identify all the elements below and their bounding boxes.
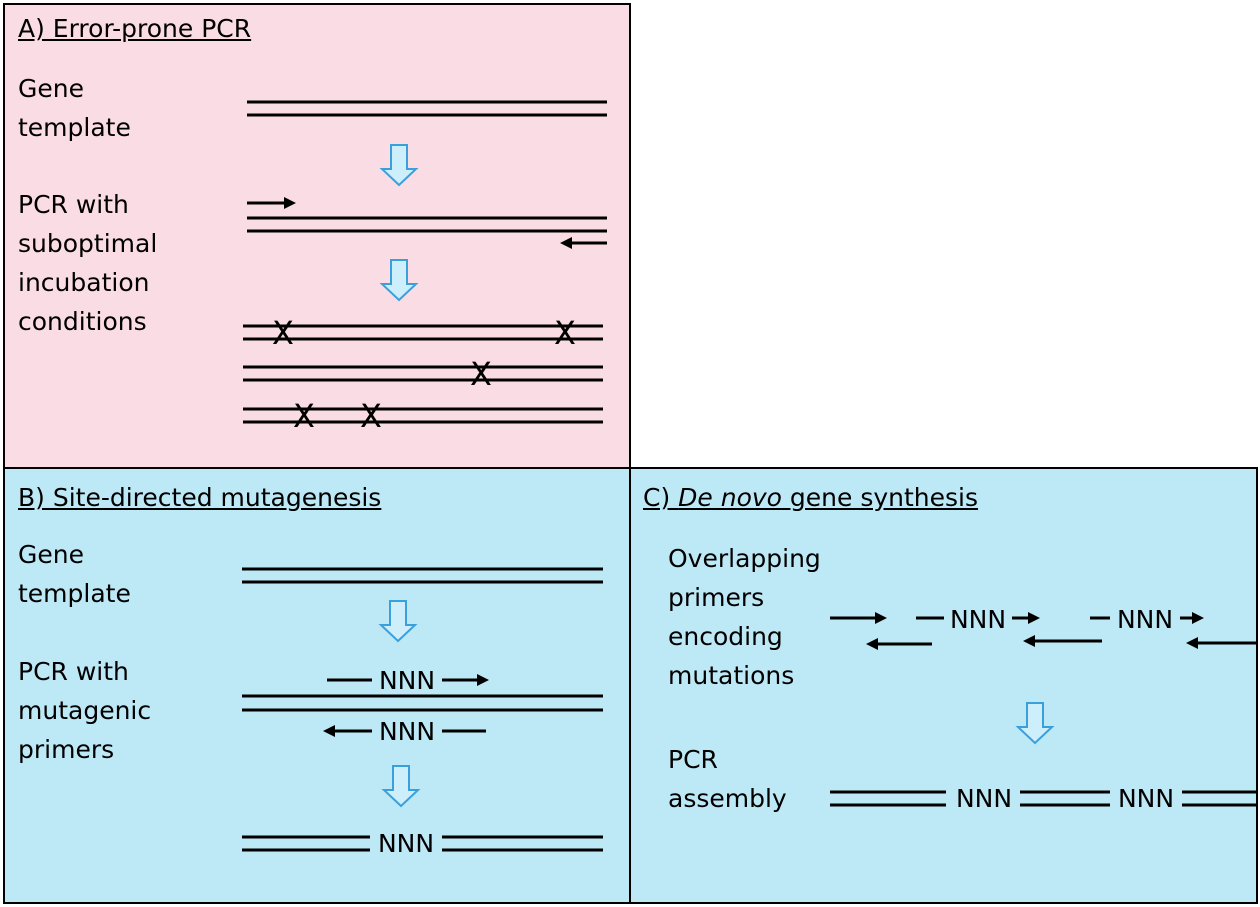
title-suffix: gene synthesis [781,483,979,512]
label-line: conditions [18,307,147,336]
codon-label: NNN [378,829,434,858]
process-arrow-icon [383,765,419,807]
arrowhead-right [1028,612,1040,624]
title-italic: De novo [678,483,782,512]
label-line: primers [668,583,765,612]
codon-label: NNN [956,784,1012,813]
label-line: PCR with [18,657,129,686]
panel-a-title: A) Error-prone PCR [18,14,252,43]
title-prefix: C) [643,483,679,512]
label-line: template [18,113,131,142]
codon-label: NNN [379,717,435,746]
panel-c-step1-label: Overlapping primers encoding mutations [668,539,821,695]
mutation-mark: X [360,397,382,435]
panel-b-step2-label: PCR with mutagenic primers [18,652,151,769]
arrowhead-left [866,638,878,650]
arrowhead-left [1186,637,1198,649]
mutation-mark: X [554,314,576,352]
process-arrow-icon [381,259,417,301]
arrowhead-left [1023,635,1035,647]
label-line: mutagenic [18,696,152,725]
mutation-mark: X [293,397,315,435]
codon-label: NNN [1117,605,1173,634]
codon-label: NNN [950,605,1006,634]
label-line: assembly [668,784,787,813]
panel-b-step1-label: Gene template [18,535,131,613]
arrowhead-left [560,237,572,249]
panel-a-step1-label: Gene template [18,69,131,147]
label-line: encoding [668,622,783,651]
label-line: PCR [668,745,718,774]
process-arrow-icon [380,600,416,642]
label-line: template [18,579,131,608]
label-line: incubation [18,268,150,297]
label-line: Gene [18,74,84,103]
panel-a-step2-label: PCR with suboptimal incubation condition… [18,185,157,341]
label-line: mutations [668,661,795,690]
panel-site-directed-mutagenesis [3,467,631,904]
panel-de-novo-gene-synthesis [629,467,1258,904]
process-arrow-icon [1017,702,1053,744]
label-line: primers [18,735,115,764]
mutation-mark: X [470,355,492,393]
arrowhead-right [1192,612,1204,624]
arrowhead-right [477,674,489,686]
codon-label: NNN [379,666,435,695]
label-line: PCR with [18,190,129,219]
panel-error-prone-pcr [3,3,631,469]
label-line: suboptimal [18,229,158,258]
arrowhead-left [323,725,335,737]
panel-c-step2-label: PCR assembly [668,740,787,818]
arrowhead-right [875,612,887,624]
panel-c-title: C) De novo gene synthesis [643,483,978,512]
process-arrow-icon [381,144,417,186]
arrowhead-right [284,197,296,209]
codon-label: NNN [1118,784,1174,813]
mutation-mark: X [272,314,294,352]
panel-b-title: B) Site-directed mutagenesis [18,483,382,512]
label-line: Gene [18,540,84,569]
label-line: Overlapping [668,544,821,573]
